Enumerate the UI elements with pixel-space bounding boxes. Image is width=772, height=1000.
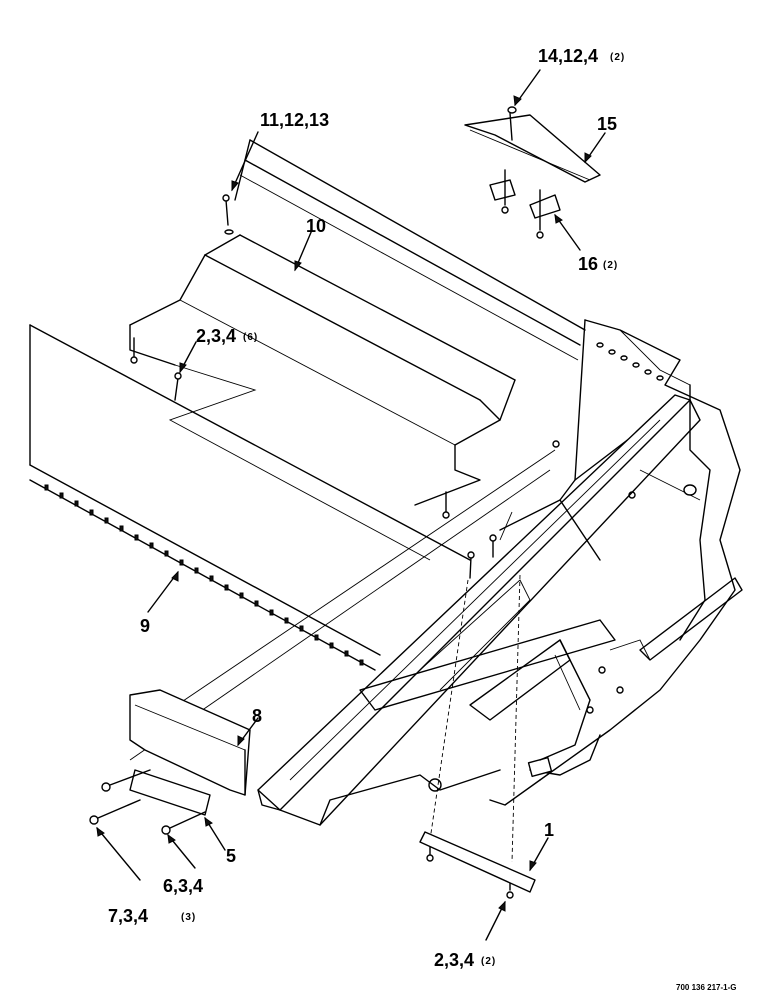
callout-5: 5 <box>226 846 236 866</box>
callout-11-12-13: 11,12,13 <box>260 110 329 130</box>
callout-15: 15 <box>597 114 617 134</box>
plate-5 <box>129 769 211 816</box>
figure-id: 700 136 217-1-G <box>676 983 737 992</box>
callout-8: 8 <box>252 706 262 726</box>
callout-6-3-4: 6,3,4 <box>163 876 203 896</box>
callout-14-12-4-qty: (2) <box>610 52 625 63</box>
callout-2-3-4-upper-qty: (6) <box>243 332 258 343</box>
strap-1 <box>419 831 536 893</box>
callout-2-3-4-lower: 2,3,4 <box>434 950 474 970</box>
callout-2-3-4-lower-qty: (2) <box>481 956 496 967</box>
callout-10: 10 <box>306 216 326 236</box>
callout-7-3-4: 7,3,4 <box>108 906 148 926</box>
rear-panel <box>234 139 586 361</box>
callout-14-12-4: 14,12,4 <box>538 46 598 66</box>
callout-7-3-4-qty: (3) <box>181 912 196 923</box>
bracket-15 <box>464 106 601 183</box>
brace <box>359 499 616 721</box>
callout-16-qty: (2) <box>603 260 618 271</box>
side-frame <box>489 319 743 806</box>
callout-9: 9 <box>140 616 150 636</box>
lip-slots <box>44 484 364 666</box>
diagonal-channel <box>257 394 701 826</box>
callout-2-3-4-upper: 2,3,4 <box>196 326 236 346</box>
callout-16: 16 <box>578 254 598 274</box>
floor-sheet-9 <box>29 324 471 671</box>
callout-1: 1 <box>544 820 554 840</box>
callout-arrows <box>96 69 606 941</box>
carriage-bolts <box>89 769 206 835</box>
clips-16 <box>489 169 561 239</box>
callout-labels: 14,12,4 (2) 15 11,12,13 10 16 (2) 2,3,4 … <box>108 46 625 970</box>
panel-10 <box>129 234 516 506</box>
fasteners <box>130 194 560 899</box>
end-cap-8 <box>129 689 251 796</box>
